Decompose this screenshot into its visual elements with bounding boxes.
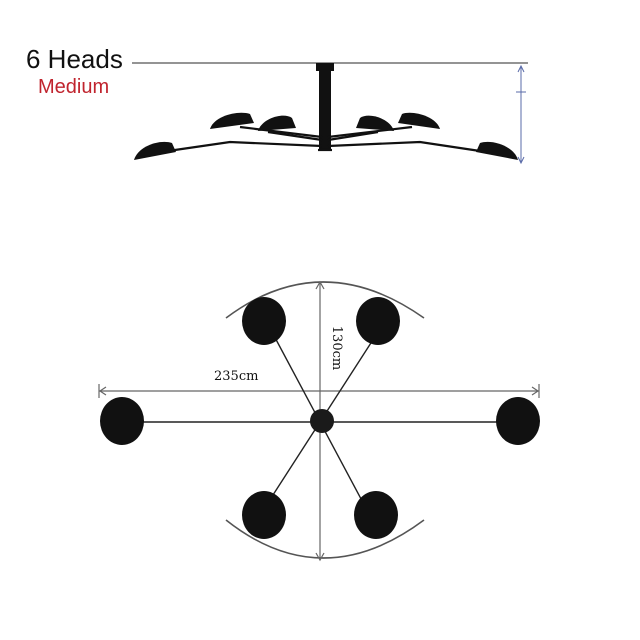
top-arc [225,281,425,319]
top-shade-lower-left [242,491,286,539]
side-height-arrow-bottom [517,156,525,165]
width-arrow-left [98,386,107,396]
side-shade-3 [258,115,296,131]
side-shade-4 [356,115,394,131]
side-shade-1 [134,141,176,160]
top-shade-upper-left [242,297,286,345]
height-arrow-top [315,280,325,290]
center-hub [310,409,334,433]
side-shade-2 [210,112,254,129]
top-shade-left [100,397,144,445]
width-label: 235cm [214,369,259,384]
side-arms [167,125,481,153]
bottom-arc [225,519,425,559]
width-arrow-right [531,386,540,396]
heads-label: 6 Heads [26,44,123,74]
top-shade-lower-right [354,491,398,539]
top-shade-upper-right [356,297,400,345]
side-canopy [316,63,334,71]
size-label: Medium [38,76,110,98]
height-label: 130cm [329,325,344,371]
height-arrow-bottom [315,552,325,562]
top-shades [100,297,540,539]
side-shade-5 [398,112,440,129]
side-height-arrow-top [517,64,525,73]
side-view [132,62,528,165]
side-stem [319,71,331,149]
top-shade-right [496,397,540,445]
top-view [98,280,540,562]
side-shades [134,112,518,160]
side-shade-6 [476,141,518,160]
